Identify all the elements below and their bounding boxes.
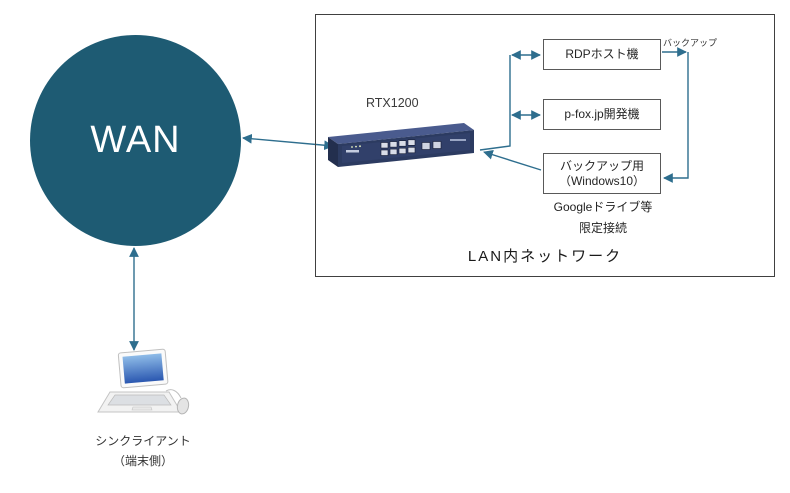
node-rdp-host: RDPホスト機: [543, 39, 661, 70]
line-router-trunk: [479, 55, 511, 151]
router-led: [355, 145, 357, 148]
router-port: [407, 146, 416, 154]
router-illustration: [328, 123, 474, 167]
router-port: [389, 148, 398, 155]
node-backup-machine-label-line1: バックアップ用: [559, 158, 644, 173]
wan-node: WAN: [30, 35, 241, 246]
lan-title: LAN内ネットワーク: [467, 248, 623, 265]
router-port: [398, 147, 407, 155]
router-led: [351, 146, 353, 148]
mouse-cable: [165, 389, 182, 399]
router-device-rtx1200: [328, 120, 480, 175]
laptop-keyboard: [107, 394, 172, 406]
backup-note-line2: 限定接続: [578, 221, 627, 235]
router-wan-port: [432, 141, 442, 149]
router-port: [407, 139, 416, 146]
router-model-mark: [450, 139, 466, 141]
node-dev-machine-label: p-fox.jp開発機: [564, 107, 640, 121]
mouse-icon: [176, 397, 190, 415]
arrow-backup-return: [663, 52, 689, 183]
laptop-illustration: [97, 348, 190, 415]
router-side-face: [328, 137, 338, 167]
backup-flow-label: バックアップ: [663, 38, 718, 48]
router-label: RTX1200: [366, 96, 419, 110]
laptop-screen: [117, 348, 169, 389]
thin-client-label-line1: シンクライアント: [95, 434, 191, 448]
router-led: [359, 145, 361, 148]
node-backup-machine-label-line2: （Windows10）: [558, 173, 646, 188]
arrow-wan-router: [242, 133, 334, 151]
node-rdp-host-label: RDPホスト機: [565, 47, 639, 61]
thin-client-label-line2: （端末側）: [112, 454, 173, 468]
router-port: [389, 141, 398, 148]
thin-client-laptop: [93, 348, 193, 424]
thin-client-label: シンクライアント （端末側）: [80, 431, 206, 471]
arrow-backup-to-router: [483, 149, 542, 171]
router-top-face: [328, 123, 474, 144]
node-backup-machine: バックアップ用 （Windows10）: [543, 153, 661, 194]
backup-note-line1: Googleドライブ等: [553, 200, 653, 214]
router-brand-mark: [346, 150, 359, 153]
node-dev-machine: p-fox.jp開発機: [543, 99, 661, 130]
router-port: [380, 142, 389, 149]
laptop-touchpad: [131, 406, 153, 411]
router-wan-port: [421, 142, 431, 150]
wan-label: WAN: [90, 119, 181, 161]
router-port: [380, 149, 389, 156]
router-port: [398, 140, 407, 147]
backup-notes: Googleドライブ等 限定接続: [530, 197, 676, 239]
lan-boundary-box: [315, 14, 775, 277]
